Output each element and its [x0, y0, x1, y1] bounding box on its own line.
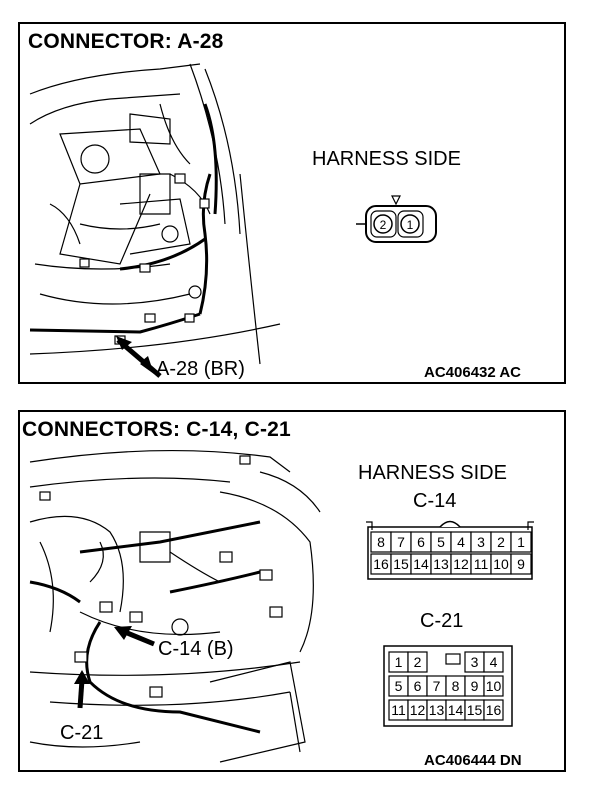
- c14-pin-7: 7: [397, 534, 405, 550]
- pin-2: [373, 214, 393, 234]
- a28-callout-label: A-28 (BR): [156, 358, 245, 380]
- c21-pin-16-cell: [483, 699, 504, 721]
- panel-title: CONNECTOR: A-28: [28, 30, 224, 53]
- c21-pin-7: 7: [433, 678, 441, 694]
- panel-title: CONNECTORS: C-14, C-21: [22, 418, 291, 441]
- c14-pin-15: 15: [393, 556, 409, 572]
- c14-pin-14: 14: [413, 556, 429, 572]
- c21-pin-8: 8: [452, 678, 460, 694]
- harness-side-label: HARNESS SIDE: [358, 462, 507, 484]
- c14-pin-4: 4: [457, 534, 465, 550]
- c14-diagram-label: C-14: [413, 490, 457, 512]
- pin-1: [400, 214, 420, 234]
- c14-pin-3: 3: [477, 534, 485, 550]
- c14-pin-11: 11: [474, 556, 489, 572]
- connector-a28-panel: CONNECTOR: A-28: [18, 22, 566, 384]
- c21-pin-14: 14: [448, 702, 464, 718]
- c21-pin-12: 12: [410, 702, 426, 718]
- harness-side-label: HARNESS SIDE: [312, 148, 461, 170]
- connectors-c14-c21-panel: CONNECTORS: C-14, C-21: [18, 410, 566, 772]
- c21-pin-10: 10: [486, 678, 502, 694]
- c21-pin-3: 3: [471, 654, 479, 670]
- c21-pin-13: 13: [429, 702, 445, 718]
- c14-pin-1-cell: [510, 531, 532, 553]
- c14-pin-10: 10: [493, 556, 509, 572]
- c14-pin-13: 13: [433, 556, 449, 572]
- figure-code: AC406444 DN: [424, 752, 522, 769]
- a28-connector-diagram: 2 1: [356, 195, 437, 243]
- c21-pin-6: 6: [414, 678, 422, 694]
- c21-pin-10-cell: [483, 675, 504, 697]
- c21-callout-label: C-21: [60, 722, 104, 744]
- c21-diagram-label: C-21: [420, 610, 464, 632]
- c21-pin-11: 11: [391, 702, 406, 718]
- c14-pin-9: 9: [517, 556, 525, 572]
- c21-pin-4: 4: [490, 654, 498, 670]
- c21-pin-4-cell: [483, 651, 504, 673]
- c21-pin-15: 15: [467, 702, 483, 718]
- figure-code: AC406432 AC: [424, 364, 521, 381]
- c14-pin-5: 5: [437, 534, 445, 550]
- c14-pin-8: 8: [377, 534, 385, 550]
- c14-pin-1: 1: [517, 534, 525, 550]
- c14-pin-2: 2: [497, 534, 505, 550]
- c21-pin-16: 16: [486, 702, 502, 718]
- c21-pin-5: 5: [395, 678, 403, 694]
- engine-bay-illustration: 2 1: [29, 63, 437, 378]
- c14-pin-12: 12: [453, 556, 469, 572]
- c21-pin-2-cell: [407, 651, 428, 673]
- pin-2-label: 2: [380, 218, 387, 232]
- c14-pin-16: 16: [373, 556, 389, 572]
- c21-pin-2: 2: [414, 654, 422, 670]
- c14-callout-label: C-14 (B): [158, 638, 234, 660]
- pin-1-label: 1: [407, 218, 414, 232]
- c14-pin-6: 6: [417, 534, 425, 550]
- c14-pin-9-cell: [510, 553, 532, 575]
- c21-pin-1: 1: [395, 654, 403, 670]
- c21-pin-9: 9: [471, 678, 479, 694]
